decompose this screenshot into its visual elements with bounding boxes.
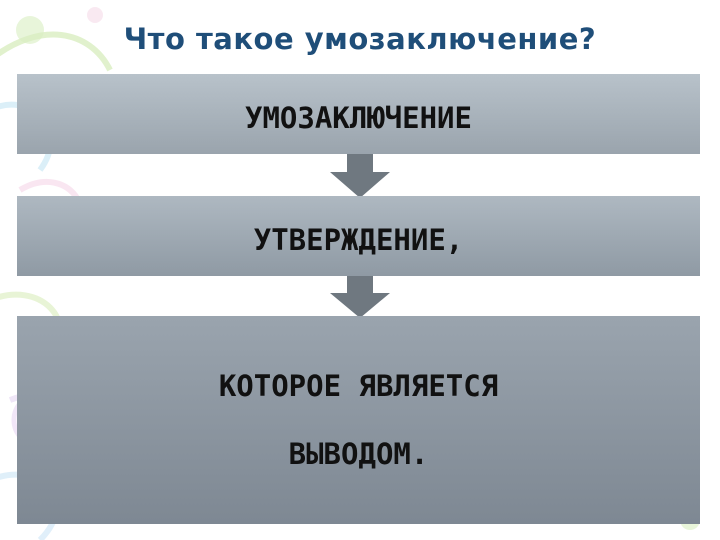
flow-step-3: КОТОРОЕ ЯВЛЯЕТСЯ ВЫВОДОМ.	[17, 316, 700, 524]
flow-step-2: УТВЕРЖДЕНИЕ,	[17, 196, 700, 276]
page-title: Что такое умозаключение?	[123, 22, 597, 56]
down-arrow-icon	[330, 276, 390, 318]
flow-step-1-label: УМОЗАКЛЮЧЕНИЕ	[245, 101, 472, 135]
down-arrow-icon	[330, 154, 390, 198]
flow-step-3-line-2: ВЫВОДОМ.	[288, 437, 429, 471]
flow-step-1: УМОЗАКЛЮЧЕНИЕ	[17, 74, 700, 154]
flow-step-3-text: КОТОРОЕ ЯВЛЯЕТСЯ ВЫВОДОМ.	[219, 335, 498, 505]
flow-step-2-label: УТВЕРЖДЕНИЕ,	[253, 223, 464, 257]
flow-step-3-line-1: КОТОРОЕ ЯВЛЯЕТСЯ	[218, 369, 499, 403]
